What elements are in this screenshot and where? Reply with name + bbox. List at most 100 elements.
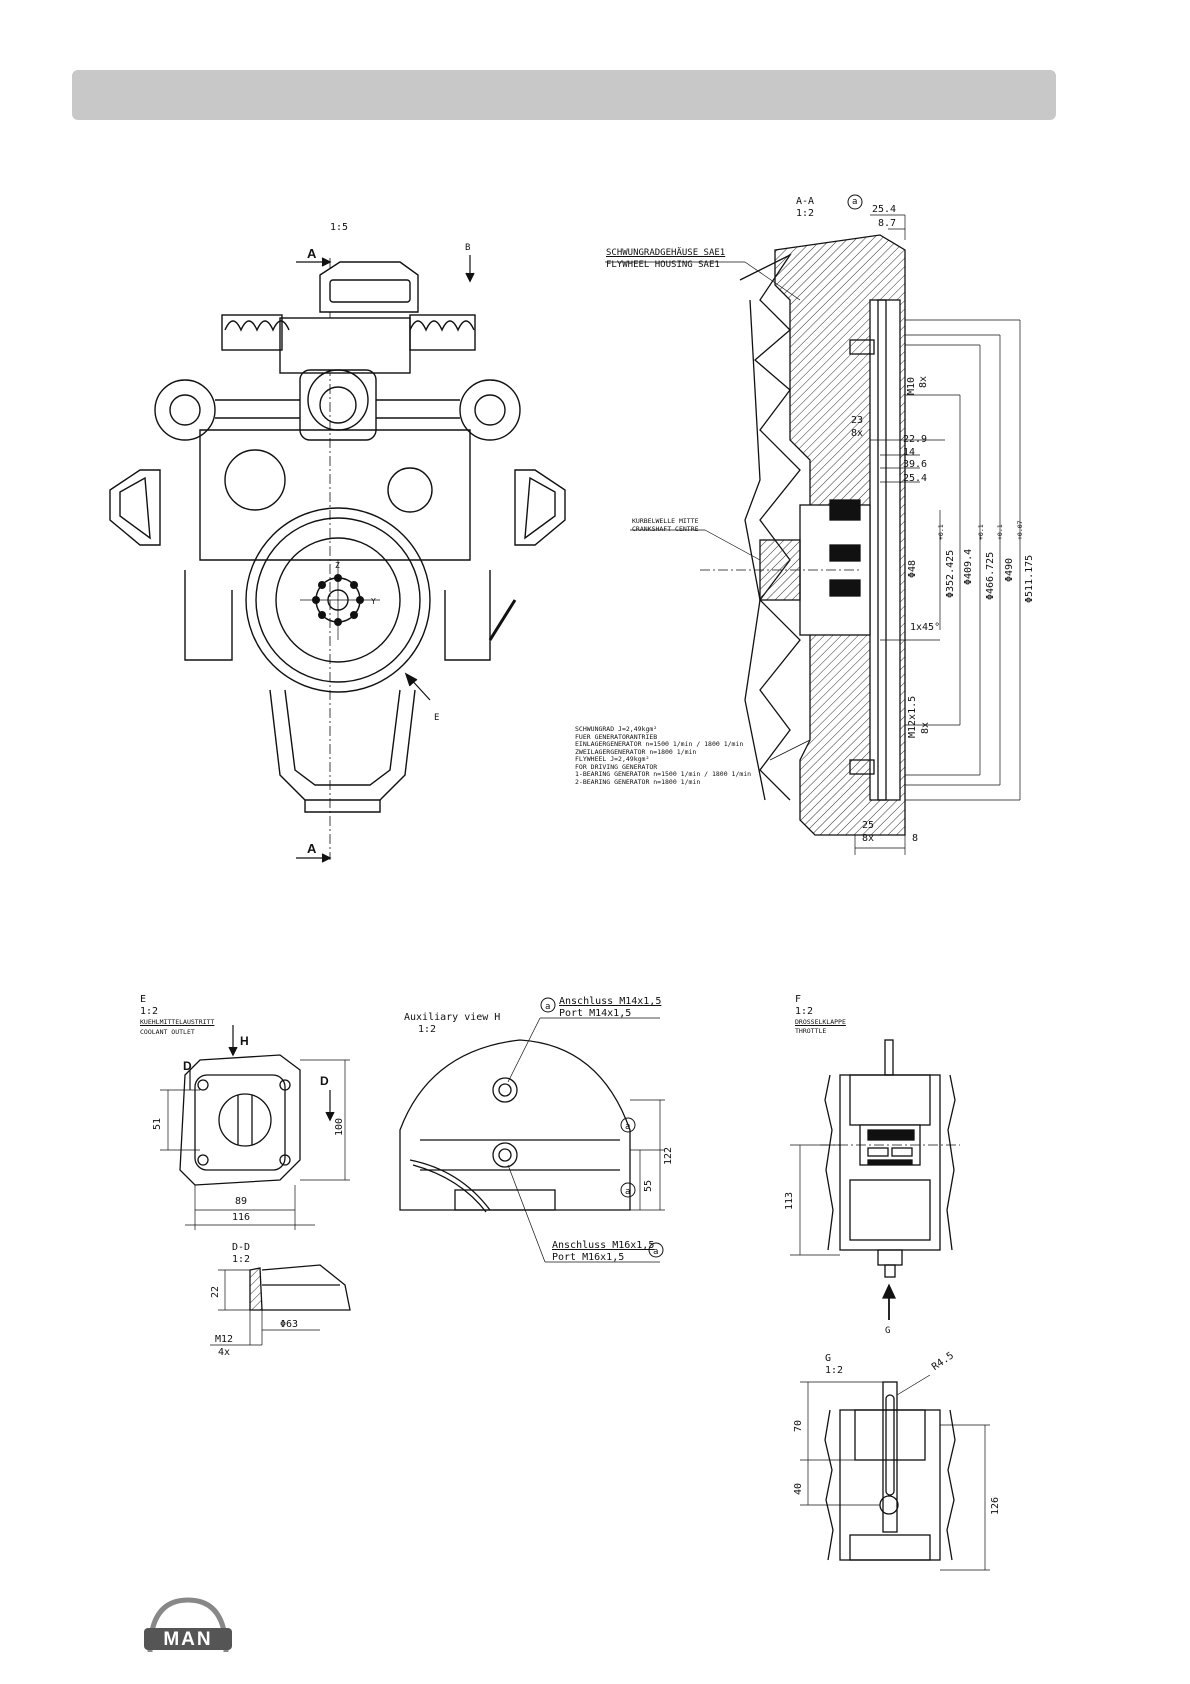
man-logo-arc bbox=[144, 1597, 232, 1653]
dim-100: 100 bbox=[334, 1117, 345, 1136]
dim-55: 55 bbox=[643, 1179, 654, 1192]
aux-view-h-geometry bbox=[399, 997, 665, 1263]
view-g-geometry bbox=[800, 1374, 990, 1571]
dim-8-7: 8.7 bbox=[878, 218, 897, 229]
section-d-marker-right: D bbox=[320, 1074, 329, 1088]
aux-view-scale: 1:2 bbox=[418, 1024, 437, 1035]
dim-m10-count: 8x bbox=[918, 375, 929, 388]
engine-view-scale: 1:5 bbox=[330, 222, 349, 233]
view-g-arrow-label: G bbox=[885, 1326, 891, 1336]
view-e-marker: E bbox=[434, 713, 440, 723]
view-f-scale: 1:2 bbox=[795, 1006, 814, 1017]
view-b-marker: B bbox=[465, 243, 471, 253]
axis-z-label: Z bbox=[335, 561, 340, 570]
view-h-marker: H bbox=[240, 1034, 249, 1048]
dim-22-9: 22.9 bbox=[903, 434, 928, 445]
port-top-de: Anschluss M14x1,5 bbox=[559, 996, 662, 1007]
flywheel-note-line: SCHWUNGRAD J=2,49kgm² bbox=[575, 725, 658, 733]
section-a-marker-top: A bbox=[307, 246, 317, 261]
dim-phi63: Φ63 bbox=[280, 1319, 299, 1330]
flywheel-note: SCHWUNGRAD J=2,49kgm² FUER GENERATORANTR… bbox=[575, 725, 752, 786]
man-logo: MAN bbox=[140, 1592, 236, 1664]
dim-phi352: Φ352.425 bbox=[945, 549, 956, 598]
coolant-label-en: COOLANT OUTLET bbox=[140, 1028, 195, 1036]
dim-phi352-tol: +0.1 bbox=[937, 524, 945, 540]
dim-89: 89 bbox=[235, 1196, 248, 1207]
dim-phi466: Φ466.725 bbox=[985, 551, 996, 600]
crank-label-de: KURBELWELLE MITTE bbox=[632, 517, 699, 525]
dim-phi490-tol: +0.1 bbox=[996, 524, 1004, 540]
dim-chamfer: 1x45° bbox=[910, 622, 941, 633]
section-aa-scale: 1:2 bbox=[796, 208, 815, 219]
view-g-title: G bbox=[825, 1353, 832, 1364]
dim-25-bottom-count: 8x bbox=[862, 833, 875, 844]
flywheel-note-line: 1-BEARING GENERATOR n=1500 1/min / 1800 … bbox=[575, 770, 752, 778]
view-e-scale: 1:2 bbox=[140, 1006, 159, 1017]
dim-23-count: 8x bbox=[851, 428, 864, 439]
throttle-label-en: THROTTLE bbox=[795, 1027, 827, 1035]
coolant-label-de: KUEHLMITTELAUSTRITT bbox=[140, 1018, 215, 1026]
port-top-en: Port M14x1,5 bbox=[559, 1008, 632, 1019]
dim-phi511-tol: +0.07 bbox=[1016, 520, 1024, 540]
dim-25-4-top: 25.4 bbox=[872, 204, 897, 215]
crank-label-en: CRANKSHAFT CENTRE bbox=[632, 525, 699, 533]
man-logo-text: MAN bbox=[163, 1629, 213, 1650]
engine-front-view bbox=[109, 255, 566, 863]
aux-ref-marker-low: a bbox=[625, 1187, 631, 1197]
dd-thread: M12 bbox=[215, 1334, 234, 1345]
section-dd-scale: 1:2 bbox=[232, 1254, 251, 1265]
view-e-geometry bbox=[160, 1025, 350, 1230]
flywheel-note-line: 2-BEARING GENERATOR n=1800 1/min bbox=[575, 777, 701, 786]
dim-39-6: 39.6 bbox=[903, 459, 928, 470]
view-f-title: F bbox=[795, 994, 802, 1005]
dim-phi490: Φ490 bbox=[1004, 557, 1015, 582]
flywheel-note-line: EINLAGERGENERATOR n=1500 1/min / 1800 1/… bbox=[575, 740, 744, 748]
dim-phi409: Φ409.4 bbox=[963, 548, 974, 585]
dim-113: 113 bbox=[784, 1191, 795, 1210]
dim-40: 40 bbox=[793, 1482, 804, 1495]
housing-label-de: SCHWUNGRADGEHÄUSE SAE1 bbox=[606, 248, 726, 258]
dim-phi511: Φ511.175 bbox=[1024, 554, 1035, 603]
aux-view-title: Auxiliary view H bbox=[404, 1012, 501, 1023]
dim-51: 51 bbox=[152, 1117, 163, 1130]
dim-phi466-tol: +0.1 bbox=[977, 524, 985, 540]
dim-25-bottom: 25 bbox=[862, 820, 875, 831]
throttle-label-de: DROSSELKLAPPE bbox=[795, 1018, 846, 1026]
dim-126: 126 bbox=[990, 1496, 1001, 1515]
dim-m12: M12x1.5 bbox=[907, 695, 918, 738]
flywheel-note-line: FUER GENERATORANTRIEB bbox=[575, 732, 658, 741]
section-dd-title: D-D bbox=[232, 1242, 251, 1253]
dim-116: 116 bbox=[232, 1212, 251, 1223]
view-f-geometry bbox=[790, 1039, 960, 1320]
dim-22: 22 bbox=[210, 1285, 221, 1298]
section-dd-geometry bbox=[210, 1264, 351, 1346]
dim-phi48: Φ48 bbox=[907, 559, 918, 578]
dim-m10: M10 bbox=[906, 376, 917, 395]
section-a-marker-bottom: A bbox=[307, 841, 317, 856]
dim-25-4: 25.4 bbox=[903, 473, 928, 484]
port-bottom-en: Port M16x1,5 bbox=[552, 1252, 625, 1263]
flywheel-note-line: FOR DRIVING GENERATOR bbox=[575, 762, 658, 771]
dd-thread-count: 4x bbox=[218, 1347, 231, 1358]
section-d-marker-left: D bbox=[183, 1059, 192, 1073]
dim-70: 70 bbox=[793, 1419, 804, 1432]
port-bottom-de: Anschluss M16x1,5 bbox=[552, 1240, 655, 1251]
aux-ref-marker-top: a bbox=[545, 1002, 551, 1012]
flywheel-note-line: FLYWHEEL J=2,49kgm² bbox=[575, 755, 650, 763]
housing-label-en: FLYWHEEL HOUSING SAE1 bbox=[606, 260, 720, 270]
aux-ref-marker-bottom: a bbox=[653, 1247, 659, 1257]
flywheel-note-line: ZWEILAGERGENERATOR n=1800 1/min bbox=[575, 747, 697, 756]
header-bar bbox=[72, 70, 1056, 120]
dim-122: 122 bbox=[663, 1146, 674, 1165]
view-e-title: E bbox=[140, 994, 147, 1005]
dim-m12-count: 8x bbox=[920, 721, 931, 734]
section-aa-ref-marker: a bbox=[852, 197, 858, 207]
dim-14: 14 bbox=[903, 447, 916, 458]
axis-y-label: Y bbox=[371, 597, 376, 606]
section-aa-geometry bbox=[605, 194, 1021, 855]
view-g-scale: 1:2 bbox=[825, 1365, 844, 1376]
dim-23: 23 bbox=[851, 415, 864, 426]
aux-ref-marker-mid: a bbox=[625, 1122, 631, 1132]
section-aa-title: A-A bbox=[796, 196, 815, 207]
